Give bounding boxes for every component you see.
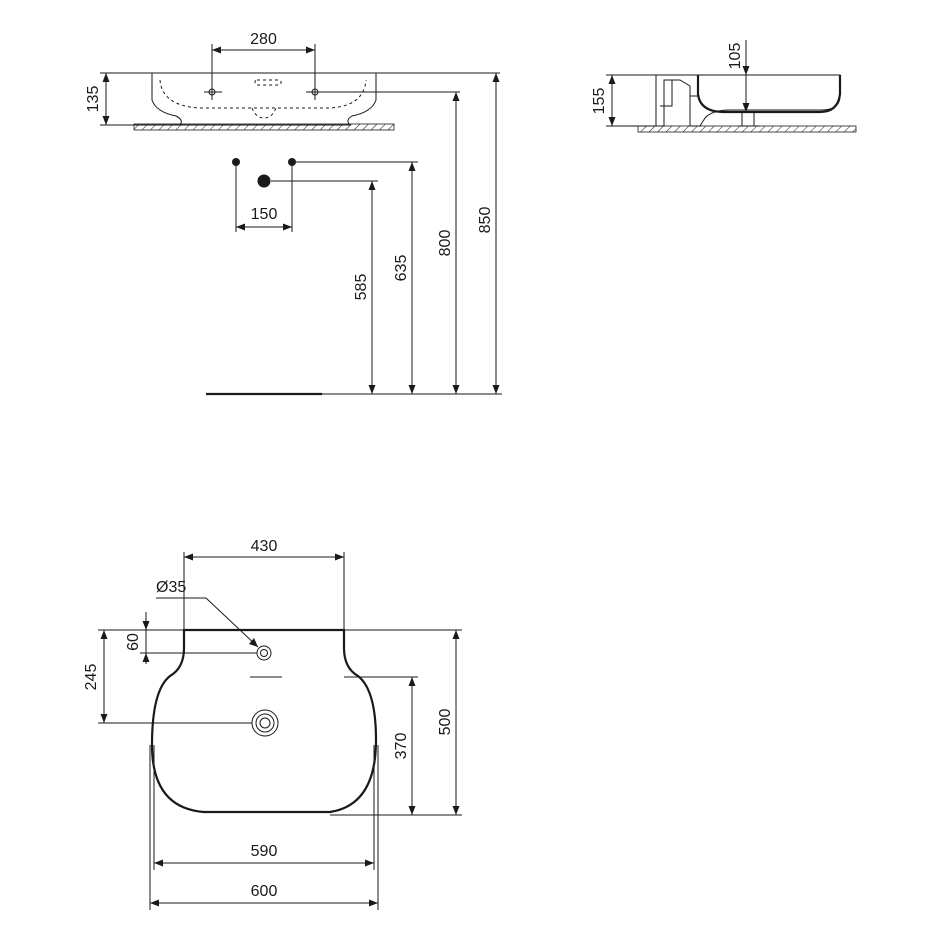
front-view: 280 135 150 585 63 (85, 31, 502, 396)
front-waste-hidden (251, 107, 277, 119)
dim-connection-spacing: 150 (251, 206, 278, 223)
top-basin-outline (150, 628, 378, 814)
top-tap-hole (256, 645, 272, 661)
side-waste (738, 112, 760, 127)
front-slab (133, 123, 395, 131)
side-basin-bowl (696, 75, 842, 114)
water-connection-right (288, 158, 296, 166)
dim-tap-hole-diameter: Ø35 (156, 579, 186, 596)
side-slab (637, 125, 857, 133)
front-basin-bowl-hidden (159, 79, 367, 109)
dim-bowl-length: 370 (393, 733, 410, 760)
dim-overall-depth: 500 (437, 709, 454, 736)
front-basin-outline (151, 72, 377, 126)
dim-tap-spacing: 280 (250, 31, 277, 48)
dim-bowl-width: 590 (251, 843, 278, 860)
dim-waste-offset: 245 (83, 664, 100, 691)
dim-rim-height: 850 (477, 207, 494, 234)
side-view: 105 155 (591, 40, 857, 133)
dim-tap-hole-offset: 60 (125, 633, 142, 651)
top-view: 430 Ø35 60 245 370 500 (83, 538, 462, 910)
waste-connection (257, 174, 271, 188)
water-connection-left (232, 158, 240, 166)
dim-overall-height: 155 (591, 88, 608, 115)
front-tap-left (204, 84, 222, 100)
dim-waste-height: 585 (353, 274, 370, 301)
dim-basin-height: 135 (85, 86, 102, 113)
dim-bowl-depth: 105 (727, 43, 744, 70)
dim-supply-height: 635 (393, 255, 410, 282)
front-overflow-slot (254, 79, 282, 86)
dim-tap-centre-width: 430 (251, 538, 278, 555)
dim-tap-height: 800 (437, 230, 454, 257)
dim-overall-width: 600 (251, 883, 278, 900)
side-back-detail (660, 80, 698, 107)
side-basin-outline (655, 74, 841, 127)
